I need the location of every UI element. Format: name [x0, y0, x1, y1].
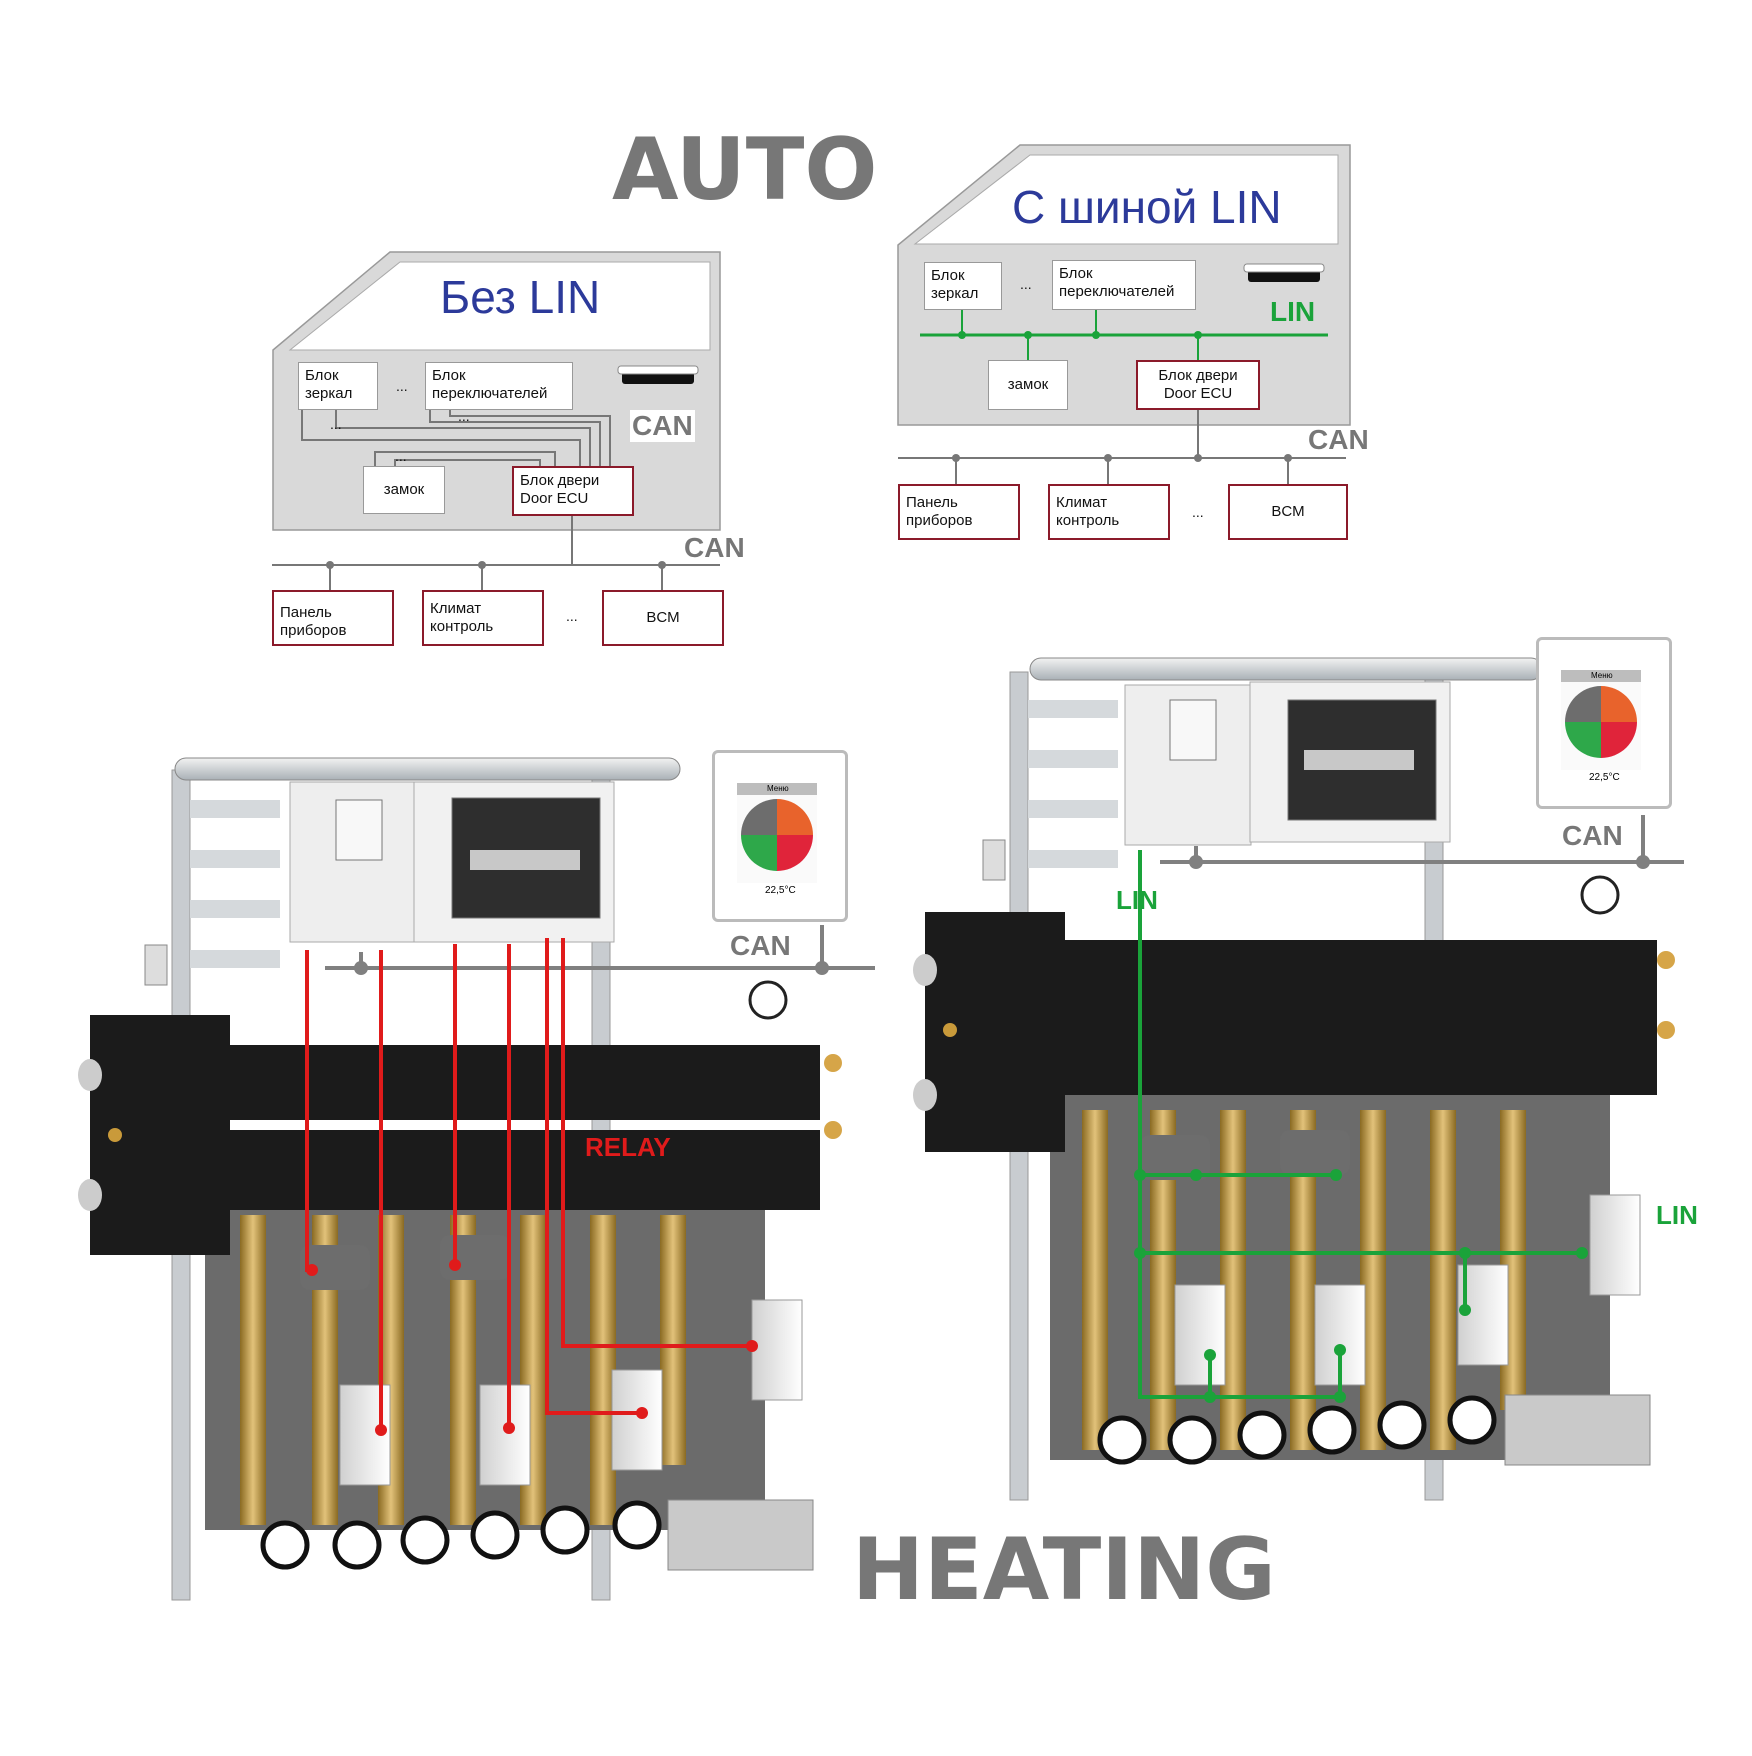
right-mirror-module: Блок зеркал	[924, 262, 1002, 310]
left-thermostat-screen	[737, 783, 817, 883]
right-thermostat: Меню 22,5°C	[1536, 637, 1672, 809]
right-bcm-node: BCM	[1228, 484, 1348, 540]
diagram-left-heading: Без LIN	[440, 271, 601, 323]
relay-label: RELAY	[585, 1132, 671, 1162]
left-mirror-module: Блок зеркал	[298, 362, 378, 410]
right-dots-1: ...	[1020, 276, 1032, 292]
right-lock-module: замок	[988, 360, 1068, 410]
right-heating-can-label: CAN	[1562, 820, 1623, 851]
right-panel-node: Панель приборов	[898, 484, 1020, 540]
right-lin-label: LIN	[1270, 296, 1316, 327]
right-dots-2: ...	[1192, 504, 1204, 520]
right-thermostat-temp: 22,5°C	[1589, 772, 1620, 783]
left-station	[78, 757, 842, 1601]
left-dots-2: ...	[330, 416, 342, 432]
right-can-label: CAN	[1308, 424, 1369, 455]
right-door-ecu: Блок двери Door ECU	[1136, 360, 1260, 410]
left-thermostat-temp: 22,5°C	[765, 885, 796, 896]
left-climate-node: Климат контроль	[422, 590, 544, 646]
left-can-label: CAN	[684, 532, 745, 563]
left-bcm-node: BCM	[602, 590, 724, 646]
left-thermostat-menu: Меню	[767, 784, 789, 793]
right-heating-lin-top: LIN	[1116, 885, 1158, 915]
left-panel-node: Панель приборов	[272, 590, 394, 646]
right-thermostat-menu: Меню	[1591, 671, 1613, 680]
diagram-right-heading: С шиной LIN	[1012, 181, 1282, 233]
left-dots-1: ...	[396, 378, 408, 394]
right-climate-node: Климат контроль	[1048, 484, 1170, 540]
left-dots-5: ...	[566, 608, 578, 624]
left-can-label-inner: CAN	[630, 410, 695, 442]
right-station	[913, 657, 1675, 1501]
heating-title: HEATING	[852, 1520, 1276, 1620]
right-thermostat-screen	[1561, 670, 1641, 770]
left-door-ecu: Блок двери Door ECU	[512, 466, 634, 516]
left-thermostat: Меню 22,5°C	[712, 750, 848, 922]
right-switch-module: Блок переключателей	[1052, 260, 1196, 310]
left-heating-can-label: CAN	[730, 930, 791, 961]
left-switch-module: Блок переключателей	[425, 362, 573, 410]
left-dots-3: ...	[458, 408, 470, 424]
left-dots-4: ...	[395, 448, 407, 464]
auto-title: AUTO	[612, 120, 878, 220]
right-heating-lin-side: LIN	[1656, 1200, 1698, 1230]
left-lock-module: замок	[363, 466, 445, 514]
